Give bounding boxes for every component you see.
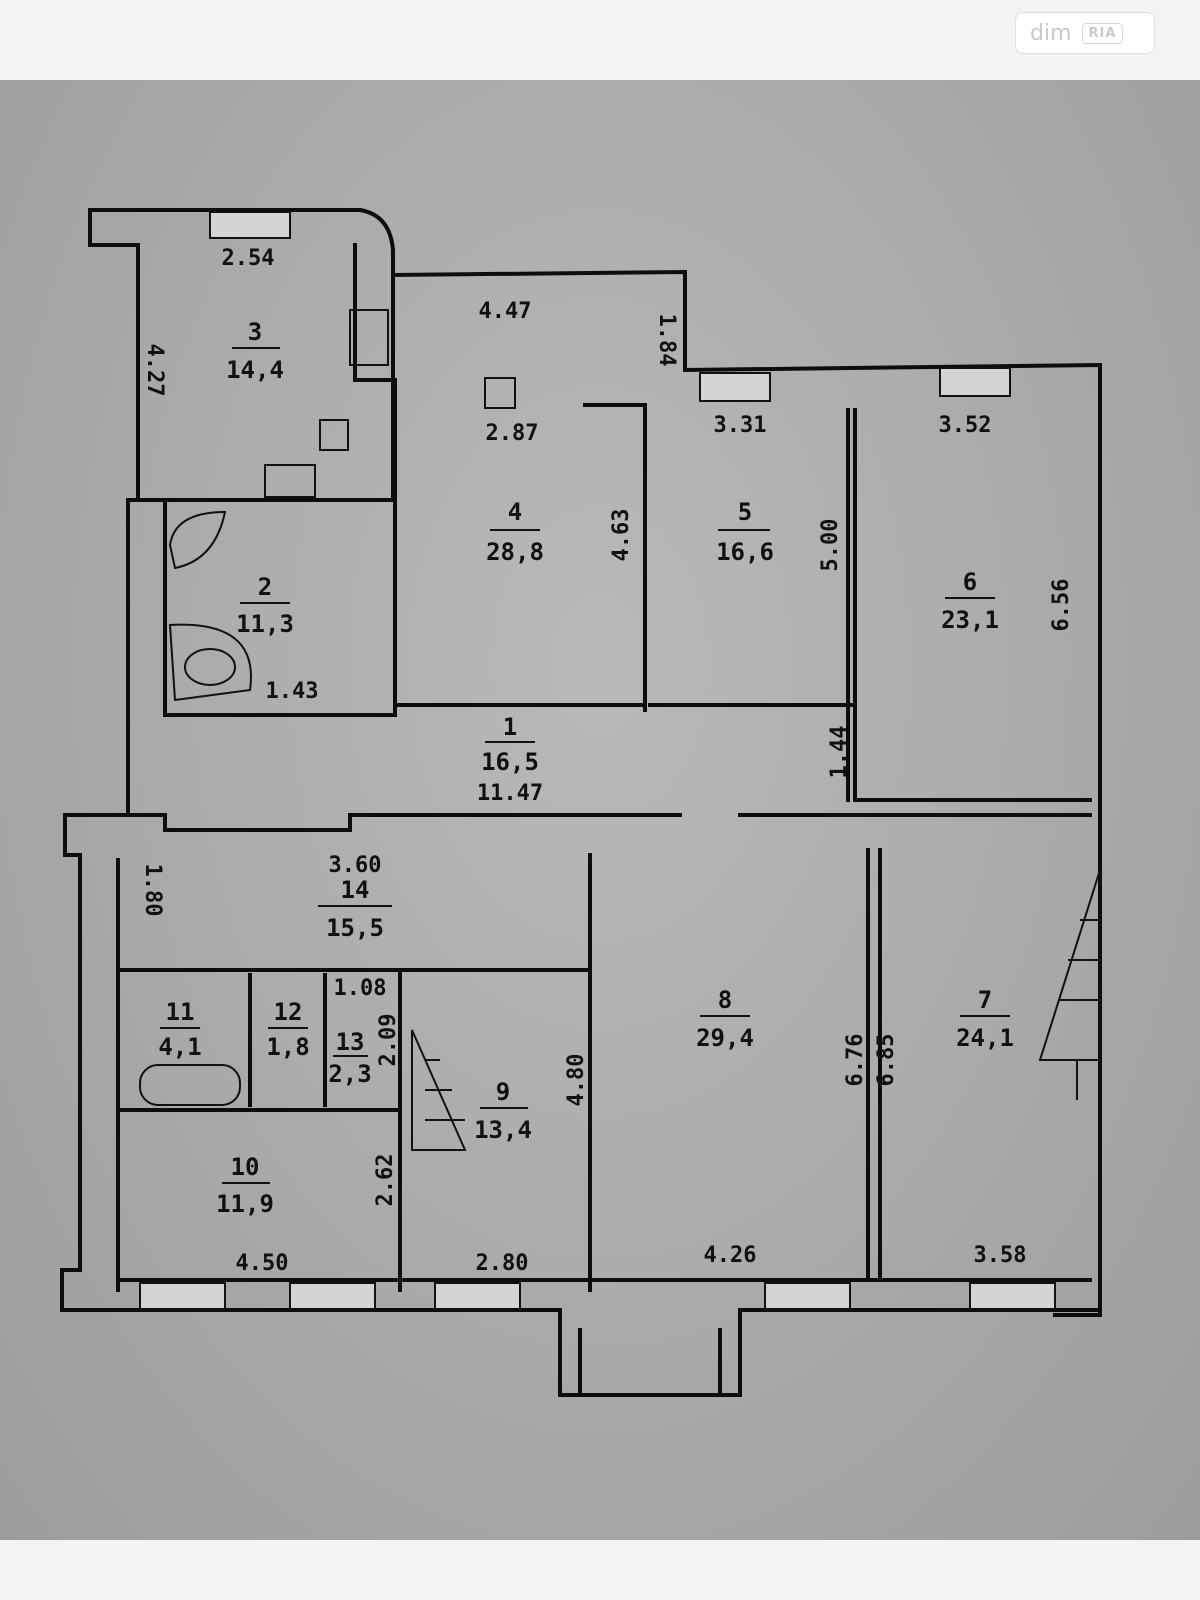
room-4-num: 4 — [508, 498, 522, 526]
room-7-area: 24,1 — [956, 1024, 1014, 1052]
dim-label: 5.00 — [818, 519, 843, 572]
dim-label: 3.52 — [939, 413, 992, 438]
room-13-num: 13 — [336, 1028, 365, 1056]
dim-label: 1.80 — [140, 864, 165, 917]
dim-label: 6.76 — [843, 1034, 868, 1087]
bathtub-icon — [168, 623, 252, 702]
room-1-area: 16,5 — [481, 748, 539, 776]
dim-label: 2.62 — [373, 1154, 398, 1207]
dim-label: 4.63 — [609, 509, 634, 562]
dim-label: 4.26 — [704, 1243, 757, 1268]
room-10-num: 10 — [231, 1153, 260, 1181]
sink-icon — [168, 510, 227, 570]
room-3-area: 14,4 — [226, 356, 284, 384]
window-room10b — [289, 1282, 376, 1310]
watermark-brand: dim — [1030, 20, 1072, 46]
room-5-num: 5 — [738, 498, 752, 526]
interior-walls — [116, 243, 1092, 1292]
staircase-right — [1038, 869, 1101, 1061]
room-13-area: 2,3 — [328, 1060, 371, 1088]
dim-label: 4.47 — [479, 299, 532, 324]
dim-label: 11.47 — [477, 781, 543, 806]
dim-label: 3.31 — [714, 413, 767, 438]
room-1-num: 1 — [503, 713, 517, 741]
room-6-area: 23,1 — [941, 606, 999, 634]
room-6-num: 6 — [963, 568, 977, 596]
vent-shaft-icon — [349, 309, 389, 366]
window-room8 — [764, 1282, 851, 1310]
window-room6 — [939, 367, 1011, 397]
dim-label: 1.43 — [266, 679, 319, 704]
room-12-num: 12 — [274, 998, 303, 1026]
stove-icon — [319, 419, 349, 451]
room-7-num: 7 — [978, 986, 992, 1014]
room-14-area: 15,5 — [326, 914, 384, 942]
room-2-area: 11,3 — [236, 610, 294, 638]
room-8-num: 8 — [718, 986, 732, 1014]
dim-label: 4.50 — [236, 1251, 289, 1276]
dim-label: 1.08 — [334, 976, 387, 1001]
dim-label: 4.27 — [142, 344, 167, 397]
dim-label: 6.56 — [1049, 579, 1074, 632]
dim-label: 4.80 — [564, 1054, 589, 1107]
dim-label: 1.84 — [654, 314, 679, 367]
window-room10a — [139, 1282, 226, 1310]
room-12-area: 1,8 — [266, 1033, 309, 1061]
toilet-icon — [184, 648, 236, 686]
dim-label: 2.54 — [222, 246, 275, 271]
dim-label: 1.44 — [827, 726, 852, 779]
dimension-labels: 2.54 4.27 4.47 1.84 2.87 3.31 3.52 4.63 … — [140, 246, 1074, 1276]
room-labels: 3 14,4 4 28,8 5 16,6 6 23,1 2 11,3 1 16,… — [158, 318, 1014, 1218]
chimney-icon — [484, 377, 516, 409]
room-5-area: 16,6 — [716, 538, 774, 566]
cabinet-icon — [264, 464, 316, 498]
window-room7 — [969, 1282, 1056, 1310]
room-8-area: 29,4 — [696, 1024, 754, 1052]
dim-label: 3.60 — [329, 853, 382, 878]
bath-icon — [139, 1064, 241, 1106]
room-3-num: 3 — [248, 318, 262, 346]
watermark-sub: RIA — [1081, 22, 1124, 44]
dim-label: 6.85 — [874, 1034, 899, 1087]
fixtures — [139, 309, 516, 1106]
dim-label: 2.09 — [376, 1014, 401, 1067]
dim-label: 3.58 — [974, 1243, 1027, 1268]
room-11-area: 4,1 — [158, 1033, 201, 1061]
dim-label: 2.80 — [476, 1251, 529, 1276]
room-9-area: 13,4 — [474, 1116, 532, 1144]
room-4-area: 28,8 — [486, 538, 544, 566]
stairs — [411, 869, 1101, 1151]
room-2-num: 2 — [258, 573, 272, 601]
room-9-num: 9 — [496, 1078, 510, 1106]
room-11-num: 11 — [166, 998, 195, 1026]
windows — [139, 211, 1056, 1310]
window-room5 — [699, 372, 771, 402]
window-room9 — [434, 1282, 521, 1310]
room-14-num: 14 — [341, 876, 370, 904]
room-10-area: 11,9 — [216, 1190, 274, 1218]
dim-label: 2.87 — [486, 421, 539, 446]
window-room3 — [209, 211, 291, 239]
watermark-logo: dim RIA — [1015, 12, 1155, 54]
